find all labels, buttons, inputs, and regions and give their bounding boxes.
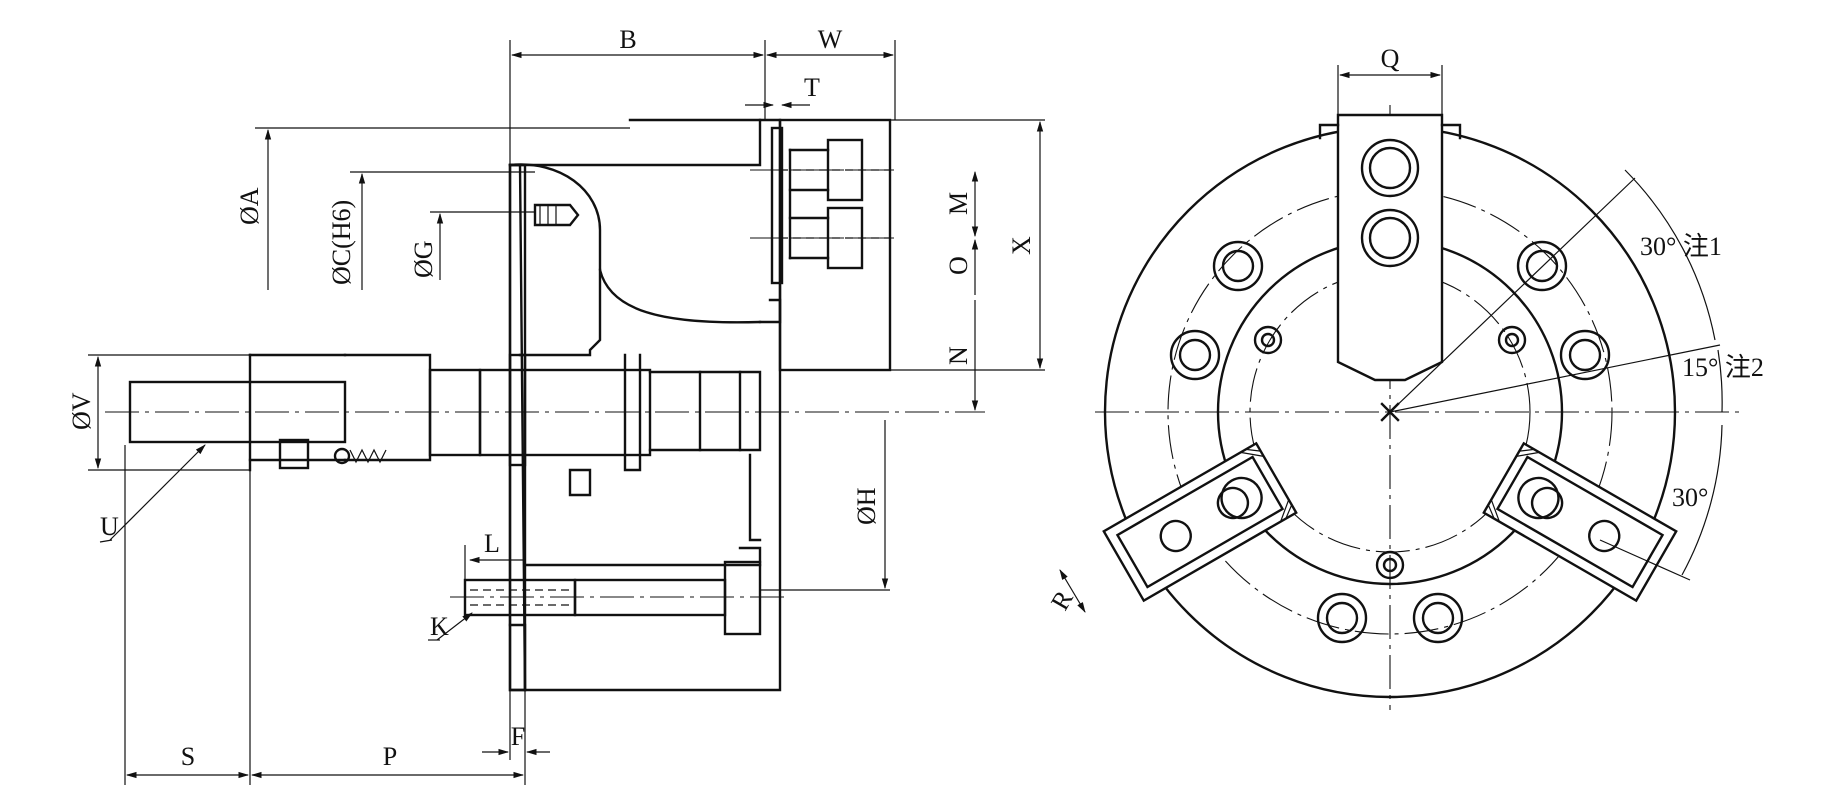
label-M: M <box>944 192 973 215</box>
dim-O: O <box>944 238 979 295</box>
dim-L: L <box>464 529 525 580</box>
label-B: B <box>619 25 636 54</box>
note-30-1: 30° 注1 <box>1640 232 1722 261</box>
label-H: ØH <box>852 487 881 525</box>
front-view: Q R 30° 注1 15° 注2 30° <box>1045 44 1764 710</box>
dim-R: R <box>1045 569 1086 615</box>
dim-F: F <box>482 690 550 760</box>
label-G: ØG <box>409 240 438 278</box>
label-O: O <box>944 256 973 275</box>
dim-B: B <box>509 25 766 165</box>
lower-left-jaw <box>1102 441 1298 603</box>
label-U: U <box>100 512 119 541</box>
label-S: S <box>181 742 195 771</box>
side-view: B W T ØA ØC(H6) ØG M <box>67 25 1045 785</box>
label-F: F <box>511 722 525 751</box>
jaw-assembly <box>770 118 892 372</box>
label-N: N <box>944 346 973 365</box>
note-15-2: 15° 注2 <box>1682 353 1764 382</box>
angle-arc-30b <box>1681 424 1723 576</box>
dim-K: K <box>428 612 473 641</box>
dim-T: T <box>745 73 820 109</box>
label-V: ØV <box>67 392 96 430</box>
dim-W: W <box>765 25 896 120</box>
note-30-3: 30° <box>1672 483 1708 512</box>
dim-A: ØA <box>235 127 630 290</box>
label-P: P <box>383 742 397 771</box>
draw-bar-assembly <box>128 353 762 542</box>
mounting-holes <box>1169 240 1611 644</box>
dim-M: M <box>944 170 979 238</box>
dim-C: ØC(H6) <box>327 171 535 290</box>
label-K: K <box>430 612 449 641</box>
angle-ref-30 <box>1389 177 1636 413</box>
dim-Q: Q <box>1337 44 1443 115</box>
label-T: T <box>804 73 820 102</box>
label-C: ØC(H6) <box>327 200 356 285</box>
label-X: X <box>1007 236 1036 255</box>
jaw-centerline <box>750 169 900 239</box>
angle-arc-30 <box>1624 169 1716 341</box>
lower-right-jaw <box>1482 441 1678 603</box>
angle-ref-15 <box>1389 344 1721 413</box>
dim-N: N <box>944 300 979 412</box>
label-R: R <box>1045 585 1079 615</box>
dim-V: ØV <box>67 354 250 471</box>
center-mark <box>1380 402 1400 422</box>
jaw-ref-line <box>1599 539 1691 581</box>
top-screw <box>533 203 580 227</box>
label-W: W <box>818 25 843 54</box>
dim-G: ØG <box>409 211 535 280</box>
angle-arc-15 <box>1717 349 1723 413</box>
dim-H: ØH <box>760 420 890 591</box>
dim-S: S <box>124 445 251 785</box>
label-A: ØA <box>235 187 264 225</box>
top-jaw <box>1318 113 1462 382</box>
label-Q: Q <box>1381 44 1400 73</box>
label-L: L <box>484 529 500 558</box>
dim-X: X <box>890 119 1045 371</box>
dim-P: P <box>250 690 526 785</box>
dim-U: U <box>99 444 206 543</box>
